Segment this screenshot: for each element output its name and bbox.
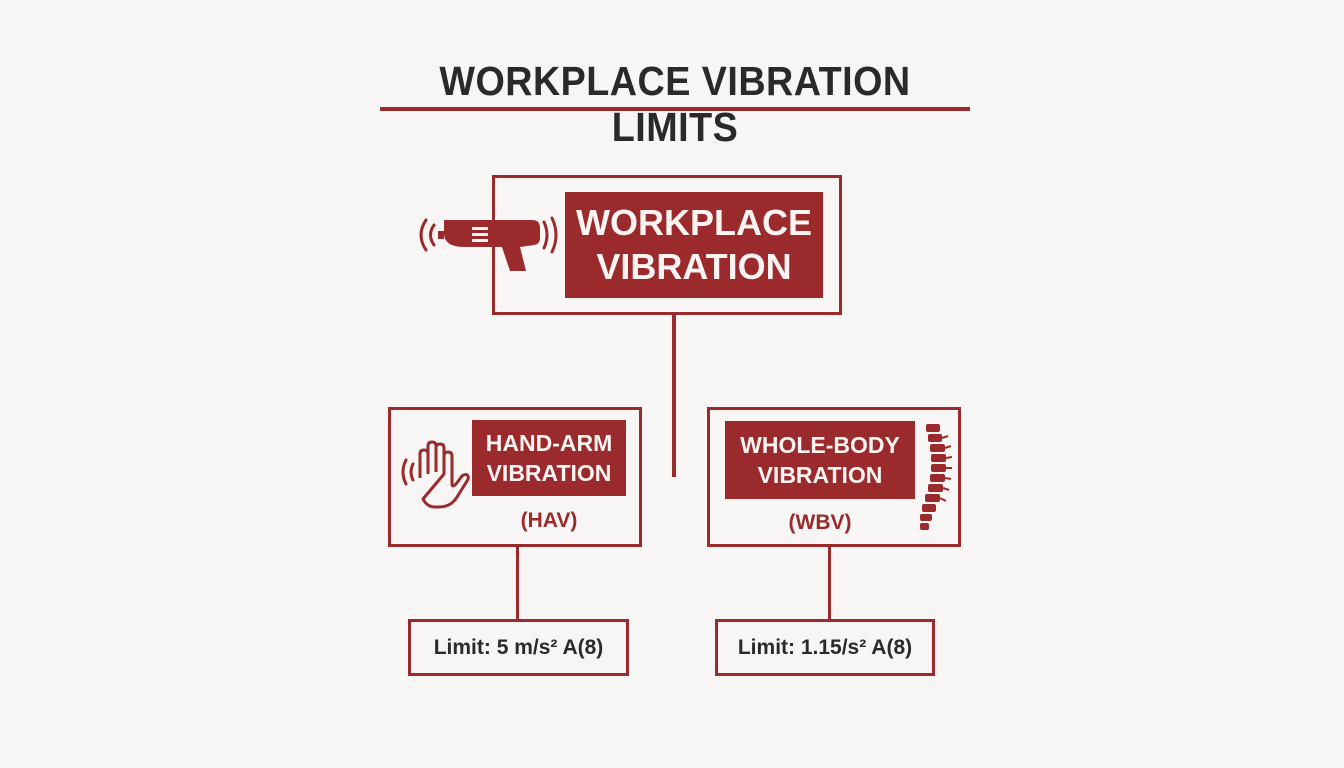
vibrating-drill-icon [419, 216, 558, 271]
hav-abbreviation: (HAV) [520, 509, 578, 532]
wbv-label-line1: WHOLE-BODY [740, 432, 900, 458]
hav-label: HAND-ARM VIBRATION [472, 420, 626, 496]
title-underline [380, 107, 970, 111]
vibrating-hand-icon [401, 440, 470, 509]
hav-connector [516, 547, 519, 620]
root-label: WORKPLACE VIBRATION [565, 192, 823, 298]
spine-icon [920, 424, 953, 530]
wbv-limit: Limit: 1.15/s² A(8) [715, 619, 935, 676]
hav-limit: Limit: 5 m/s² A(8) [408, 619, 629, 676]
root-connector [672, 315, 676, 477]
wbv-label-line2: VIBRATION [757, 462, 883, 488]
root-label-line1: WORKPLACE [576, 202, 812, 243]
root-label-line2: VIBRATION [596, 246, 792, 287]
hav-label-line1: HAND-ARM [485, 430, 613, 456]
hav-label-line2: VIBRATION [486, 460, 612, 486]
wbv-abbreviation: (WBV) [788, 511, 852, 534]
wbv-label: WHOLE-BODY VIBRATION [725, 421, 915, 499]
wbv-connector [828, 547, 831, 620]
page-title: WORKPLACE VIBRATION LIMITS [439, 58, 911, 150]
